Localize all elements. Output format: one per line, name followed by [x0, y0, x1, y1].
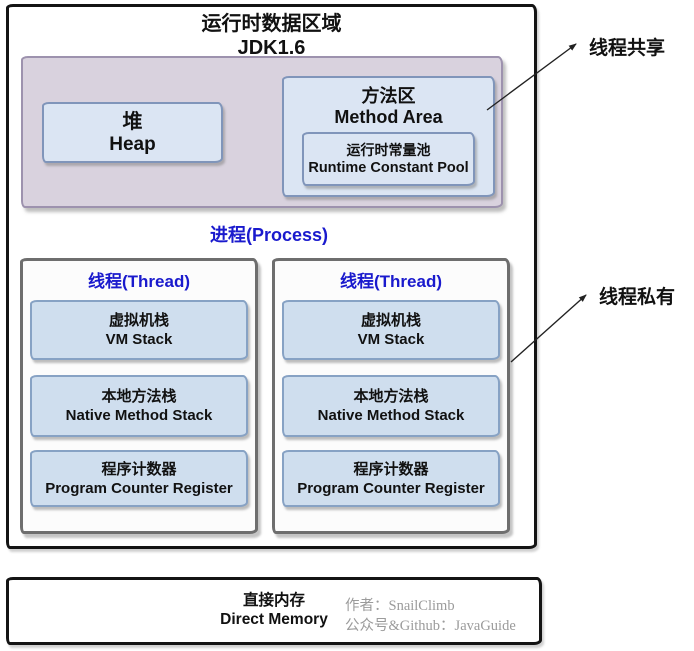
native-method-stack-label-en: Native Method Stack [65, 407, 213, 424]
native-method-stack-label-zh: 本地方法栈 [353, 388, 429, 405]
thread-private-label: 线程私有 [599, 287, 676, 308]
direct-memory-label-en: Direct Memory [220, 611, 328, 628]
runtime-constant-pool-box: 运行时常量池 Runtime Constant Pool [302, 132, 475, 186]
native-method-stack-box: 本地方法栈 Native Method Stack [282, 375, 500, 437]
heap-box: 堆 Heap [42, 102, 223, 163]
diagram-title-jdk: JDK1.6 [237, 37, 306, 59]
method-area-label-zh: 方法区 [361, 86, 416, 106]
vm-stack-label-zh: 虚拟机栈 [108, 312, 169, 329]
author-credits: 作者：SnailClimb 公众号&Github：JavaGuide [345, 596, 516, 636]
program-counter-box: 程序计数器 Program Counter Register [282, 450, 500, 507]
github-line: 公众号&Github：JavaGuide [345, 618, 516, 634]
direct-memory-label: 直接内存 Direct Memory [64, 591, 484, 629]
heap-label-zh: 堆 [122, 110, 143, 133]
native-method-stack-label-zh: 本地方法栈 [101, 388, 177, 405]
vm-stack-label-en: VM Stack [105, 331, 173, 348]
thread-1-title: 线程(Thread) [88, 272, 190, 291]
program-counter-label-en: Program Counter Register [297, 479, 485, 497]
author-line: 作者：SnailClimb [345, 598, 455, 614]
diagram-title: 运行时数据区域 JDK1.6 [9, 12, 534, 60]
method-area-box: 方法区 Method Area 运行时常量池 Runtime Constant … [282, 76, 495, 197]
heap-label-en: Heap [109, 133, 156, 155]
program-counter-label-en: Program Counter Register [45, 479, 233, 497]
thread-shared-region: 堆 Heap 方法区 Method Area 运行时常量池 Runtime Co… [21, 56, 503, 208]
thread-box-2: 线程(Thread) 虚拟机栈 VM Stack 本地方法栈 Native Me… [272, 258, 510, 534]
thread-2-title: 线程(Thread) [340, 272, 442, 291]
program-counter-label-zh: 程序计数器 [353, 460, 429, 478]
program-counter-box: 程序计数器 Program Counter Register [30, 450, 248, 507]
vm-stack-label-zh: 虚拟机栈 [360, 312, 421, 329]
thread-box-1: 线程(Thread) 虚拟机栈 VM Stack 本地方法栈 Native Me… [20, 258, 258, 534]
runtime-data-area-box: 运行时数据区域 JDK1.6 堆 Heap 方法区 Method Area 运行… [6, 4, 537, 549]
runtime-constant-pool-label-en: Runtime Constant Pool [308, 160, 469, 176]
vm-stack-box: 虚拟机栈 VM Stack [30, 300, 248, 360]
process-label: 进程(Process) [209, 225, 329, 245]
vm-stack-box: 虚拟机栈 VM Stack [282, 300, 500, 360]
vm-stack-label-en: VM Stack [357, 331, 425, 348]
native-method-stack-label-en: Native Method Stack [317, 407, 465, 424]
runtime-constant-pool-label-zh: 运行时常量池 [346, 142, 431, 158]
diagram-title-zh: 运行时数据区域 [201, 13, 342, 35]
direct-memory-label-zh: 直接内存 [242, 592, 305, 609]
native-method-stack-box: 本地方法栈 Native Method Stack [30, 375, 248, 437]
direct-memory-box: 直接内存 Direct Memory 作者：SnailClimb 公众号&Git… [6, 577, 542, 645]
program-counter-label-zh: 程序计数器 [101, 460, 177, 478]
method-area-label-en: Method Area [334, 107, 443, 127]
thread-shared-label: 线程共享 [589, 38, 666, 59]
